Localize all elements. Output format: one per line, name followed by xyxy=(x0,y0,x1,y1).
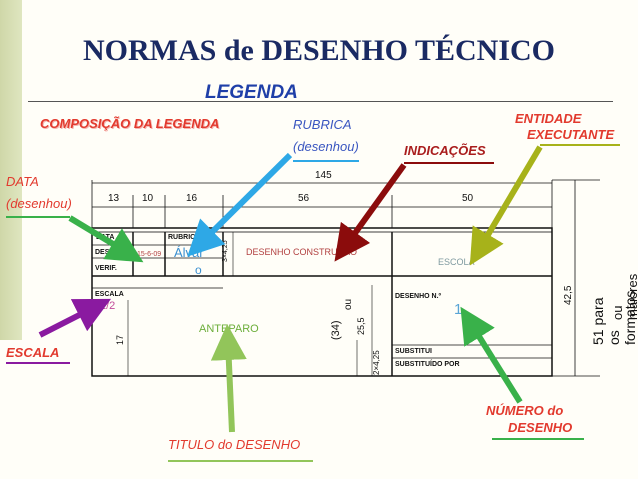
dim-16: 16 xyxy=(186,193,198,204)
label-entidade: ENTIDADE xyxy=(515,111,582,126)
dim-50: 50 xyxy=(462,193,474,204)
fill-escola: ESCOLA xyxy=(438,257,475,267)
decorative-side-bar xyxy=(0,0,22,340)
label-data: DATA xyxy=(6,174,39,189)
label-escala: ESCALA xyxy=(6,345,60,360)
label-underline xyxy=(168,460,313,462)
section-subtitle: LEGENDA xyxy=(205,82,298,103)
row-desenho-n: DESENHO N.º xyxy=(395,293,442,300)
arrow-titulo xyxy=(210,324,247,433)
divider xyxy=(28,101,613,102)
label-underline xyxy=(6,216,70,218)
arrow-indicacoes xyxy=(334,163,407,262)
label-rubrica-sub: (desenhou) xyxy=(293,139,359,154)
label-underline xyxy=(6,362,70,364)
dim-145: 145 xyxy=(315,170,332,181)
label-executante: EXECUTANTE xyxy=(527,127,615,142)
page-title: NORMAS de DESENHO TÉCNICO xyxy=(82,34,556,67)
fill-rubrica-cont: o xyxy=(195,263,202,277)
label-underline xyxy=(540,144,620,146)
fill-indicacoes: DESENHO CONSTRUÇÃO xyxy=(246,247,358,257)
fill-date: 15-6-09 xyxy=(137,251,162,258)
label-data-sub: (desenhou) xyxy=(6,196,72,211)
label-underline xyxy=(404,162,494,164)
arrow-numero xyxy=(460,306,523,404)
row-verif: VERIF. xyxy=(95,265,117,272)
label-indicacoes: INDICAÇÕES xyxy=(404,143,486,158)
arrow-data xyxy=(68,215,144,263)
arrow-rubrica xyxy=(187,152,293,257)
label-composicao: COMPOSIÇÃO DA LEGENDA xyxy=(40,116,220,131)
label-underline xyxy=(492,438,584,440)
label-rubrica: RUBRICA xyxy=(293,117,352,132)
label-underline xyxy=(293,160,359,162)
dim-13: 13 xyxy=(108,193,120,204)
arrow-entidade xyxy=(469,145,543,266)
label-titulo: TITULO do DESENHO xyxy=(168,437,301,452)
label-numero: NÚMERO do xyxy=(486,403,564,418)
row-substitui: SUBSTITUI xyxy=(395,348,432,355)
dim-10: 10 xyxy=(142,193,154,204)
dim-56: 56 xyxy=(298,193,310,204)
header-rubrica: RUBRICA xyxy=(168,234,201,241)
row-substituido: SUBSTITUÍDO POR xyxy=(395,361,460,368)
arrow-escala xyxy=(38,298,112,338)
row-escala: ESCALA xyxy=(95,291,124,298)
fill-numero: 1 xyxy=(454,301,463,318)
label-desenho: DESENHO xyxy=(508,420,573,435)
